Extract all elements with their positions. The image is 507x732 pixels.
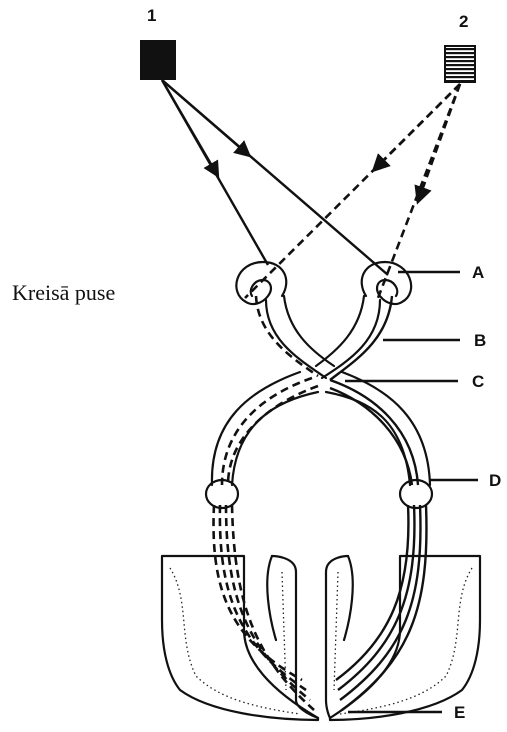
left-side-label: Kreisā puse bbox=[12, 280, 115, 305]
stimulus-1-square bbox=[140, 40, 176, 80]
left-eye bbox=[236, 262, 286, 304]
label-c: C bbox=[472, 372, 484, 391]
optic-nerves-and-chiasm bbox=[256, 296, 392, 380]
occipital-cortex bbox=[162, 556, 480, 720]
stimulus-1-number: 1 bbox=[147, 6, 156, 25]
label-a: A bbox=[472, 263, 484, 282]
stimulus-2-number: 2 bbox=[459, 12, 468, 31]
optic-tracts bbox=[212, 372, 430, 485]
right-eye bbox=[362, 262, 411, 304]
stimulus-2-square bbox=[445, 46, 475, 82]
optic-radiations bbox=[214, 505, 427, 710]
solid-light-rays bbox=[162, 80, 388, 275]
label-e: E bbox=[454, 703, 465, 722]
right-geniculate-body bbox=[400, 480, 432, 508]
label-b: B bbox=[474, 331, 486, 350]
label-d: D bbox=[489, 471, 501, 490]
